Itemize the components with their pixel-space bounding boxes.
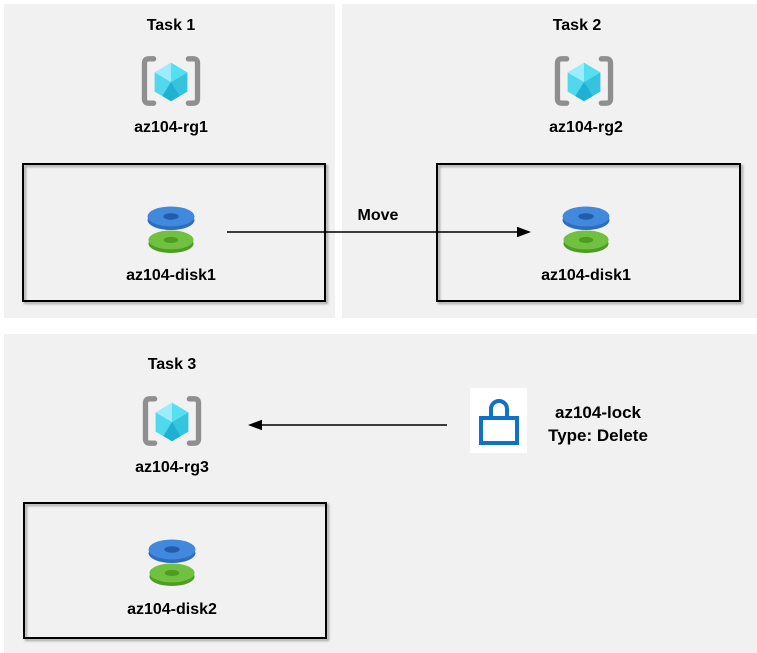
task2-resource-group-label: az104-rg2 — [549, 119, 623, 136]
disk-icon — [142, 202, 200, 258]
task3-title: Task 3 — [147, 356, 197, 373]
lock-icon — [477, 395, 521, 447]
task2-disk-label: az104-disk1 — [541, 267, 631, 284]
move-arrow-label: Move — [357, 207, 399, 224]
task1-disk-label: az104-disk1 — [126, 267, 216, 284]
resource-group-icon — [141, 394, 203, 448]
resource-group-icon — [553, 54, 615, 108]
lock-card — [470, 388, 527, 453]
task1-resource-group-label: az104-rg1 — [134, 119, 208, 136]
disk-icon — [557, 202, 615, 258]
panel-task3 — [4, 334, 757, 653]
task2-title: Task 2 — [552, 17, 602, 34]
panel-task2 — [342, 4, 757, 318]
lock-name: az104-lock — [555, 403, 641, 422]
lock-label: az104-lock Type: Delete — [518, 401, 678, 447]
resource-group-icon — [140, 54, 202, 108]
disk-icon — [143, 535, 201, 591]
lock-type: Type: Delete — [548, 426, 648, 445]
panel-task1 — [4, 4, 335, 318]
task3-disk-box — [23, 502, 327, 639]
task3-disk-label: az104-disk2 — [127, 601, 217, 618]
task3-resource-group-label: az104-rg3 — [135, 459, 209, 476]
task1-title: Task 1 — [146, 17, 196, 34]
